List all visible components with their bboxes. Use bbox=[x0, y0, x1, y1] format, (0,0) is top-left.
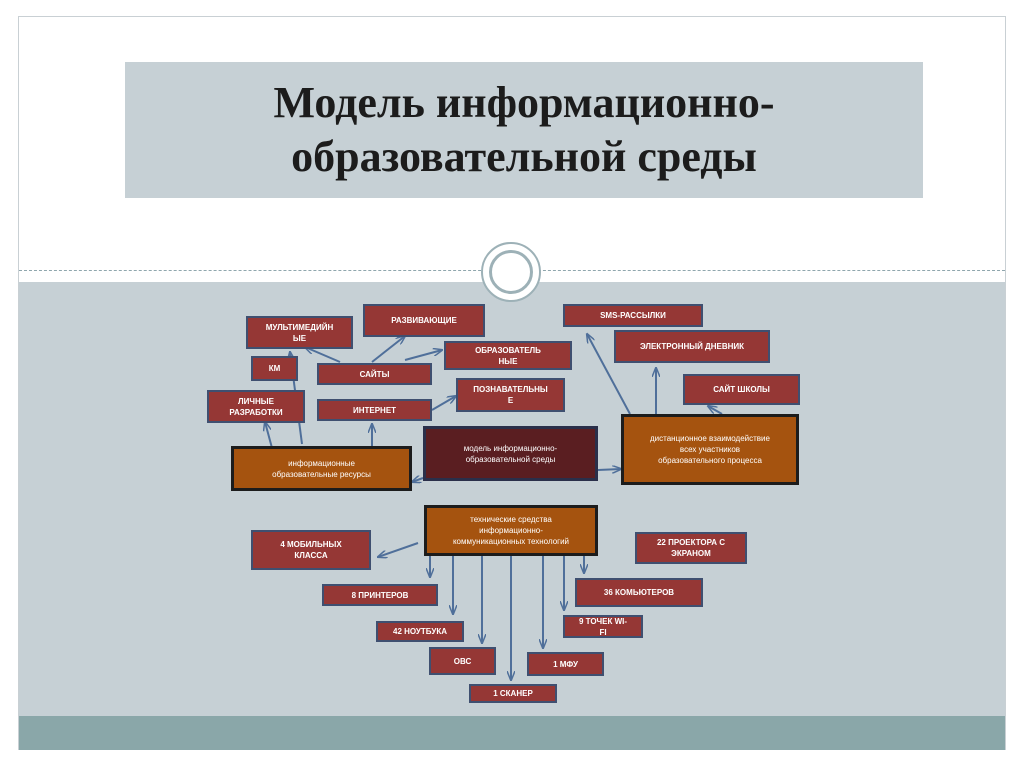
node-educational: образователь ные bbox=[444, 341, 572, 370]
node-distance: дистанционное взаимодействие всех участн… bbox=[621, 414, 799, 485]
node-e-diary: электронный дневник bbox=[614, 330, 770, 363]
arrow-info-to-personal bbox=[265, 422, 273, 449]
node-sites: сайты bbox=[317, 363, 432, 385]
arrow-sites-to-educational bbox=[404, 350, 442, 361]
node-personal: личные разработки bbox=[207, 390, 305, 423]
node-developing: развивающие bbox=[363, 304, 485, 337]
node-info-resources: информационные образовательные ресурсы bbox=[231, 446, 412, 491]
node-ovs: овс bbox=[429, 647, 496, 675]
arrow-distance-to-sms bbox=[587, 334, 631, 415]
node-sms: SMS-рассылки bbox=[563, 304, 703, 327]
node-scanner: 1 сканер bbox=[469, 684, 557, 703]
node-ict: технические средства информационно- комм… bbox=[424, 505, 598, 556]
arrow-internet-to-cognitive bbox=[431, 396, 456, 411]
node-wifi: 9 точек wi- fi bbox=[563, 615, 643, 638]
node-laptops: 42 ноутбука bbox=[376, 621, 464, 642]
arrow-model-to-info bbox=[412, 478, 424, 482]
arrow-model-to-distance bbox=[597, 469, 621, 470]
node-km: км bbox=[251, 356, 298, 381]
node-internet: интернет bbox=[317, 399, 432, 421]
node-computers: 36 комьютеров bbox=[575, 578, 703, 607]
node-school-site: сайт школы bbox=[683, 374, 800, 405]
node-multimedia: мультимедийн ые bbox=[246, 316, 353, 349]
arrow-ict-to-mobile bbox=[378, 542, 419, 557]
node-projectors: 22 проектора с экраном bbox=[635, 532, 747, 564]
footer-band bbox=[19, 716, 1005, 750]
ring-ornament-icon bbox=[481, 242, 541, 302]
arrow-sites-to-multimedia bbox=[305, 347, 341, 363]
node-printers: 8 принтеров bbox=[322, 584, 438, 606]
title-bar: Модель информационно- образовательной ср… bbox=[125, 62, 923, 198]
node-mfu: 1 мфу bbox=[527, 652, 604, 676]
arrow-sites-to-developing bbox=[371, 336, 405, 363]
page-title: Модель информационно- образовательной ср… bbox=[273, 78, 775, 181]
node-model: модель информационно- образовательной ср… bbox=[423, 426, 598, 481]
node-mobile-classes: 4 мобильных класса bbox=[251, 530, 371, 570]
arrow-distance-to-school-site bbox=[708, 406, 723, 415]
node-cognitive: познавательны е bbox=[456, 378, 565, 412]
